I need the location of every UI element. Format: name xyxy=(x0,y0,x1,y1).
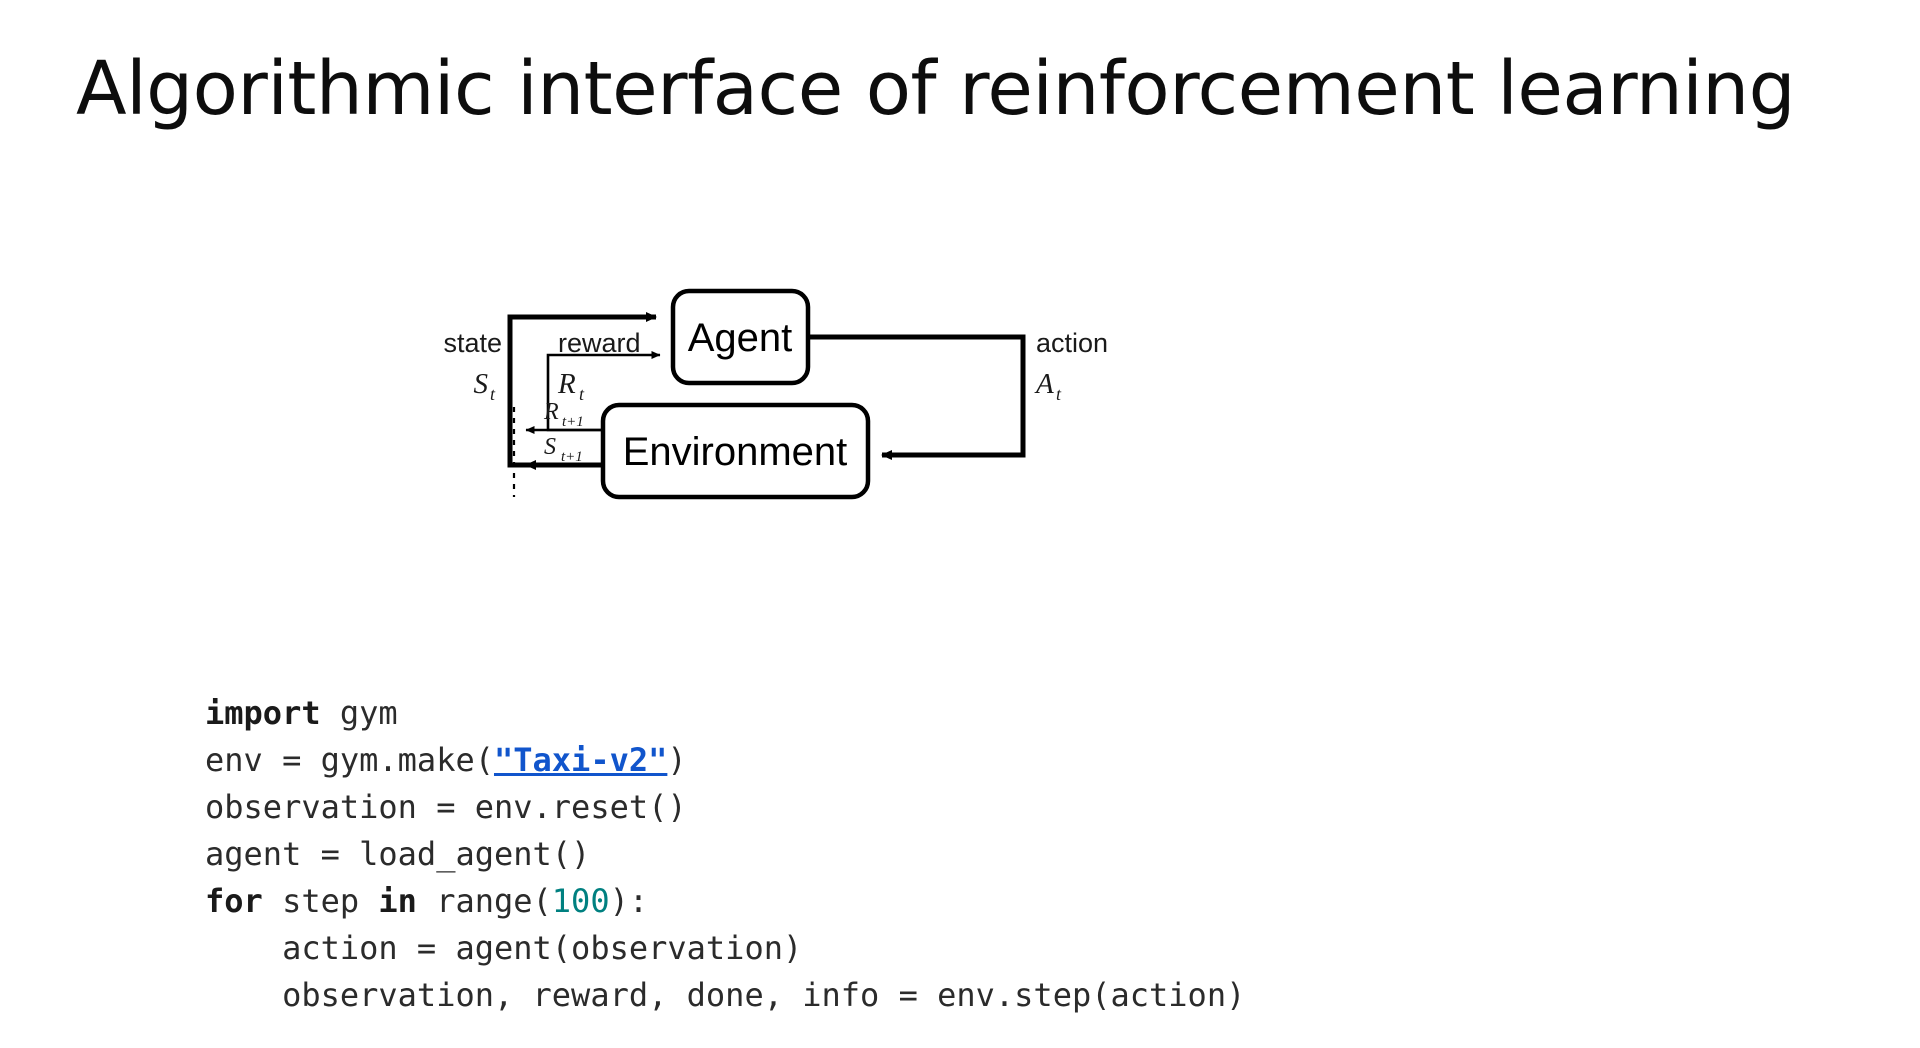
label-state-subscript: t xyxy=(490,384,496,404)
label-reward-symbol: R xyxy=(557,368,576,400)
edge-action xyxy=(808,334,1026,460)
code-line: for step in range(100): xyxy=(205,878,1245,925)
code-line: env = gym.make("Taxi-v2") xyxy=(205,737,1245,784)
label-action-subscript: t xyxy=(1056,384,1062,404)
code-text: observation = env.reset() xyxy=(205,788,687,826)
label-state-next: S t+1 xyxy=(544,434,583,465)
label-state-next-symbol: S xyxy=(544,434,556,460)
code-text: range( xyxy=(416,882,552,920)
label-state: state S t xyxy=(443,328,502,404)
node-environment-label: Environment xyxy=(623,430,848,474)
code-text: env = gym.make( xyxy=(205,741,494,779)
code-line: action = agent(observation) xyxy=(205,925,1245,972)
agent-environment-diagram: Agent Environment state S t reward R t xyxy=(330,215,1390,525)
code-keyword: for xyxy=(205,882,263,920)
label-reward-subscript: t xyxy=(579,384,585,404)
label-action-text: action xyxy=(1036,328,1108,358)
code-line: import gym xyxy=(205,690,1245,737)
label-reward-next: R t+1 xyxy=(543,399,584,430)
code-line: agent = load_agent() xyxy=(205,831,1245,878)
page-title: Algorithmic interface of reinforcement l… xyxy=(76,46,1796,132)
code-keyword: in xyxy=(378,882,417,920)
code-text: action = agent(observation) xyxy=(205,929,803,967)
code-text: gym xyxy=(320,694,398,732)
code-keyword: import xyxy=(205,694,321,732)
label-state-text: state xyxy=(443,328,502,358)
node-environment: Environment xyxy=(600,402,871,500)
node-agent: Agent xyxy=(670,288,811,386)
label-state-next-subscript: t+1 xyxy=(561,449,583,465)
code-text: ) xyxy=(667,741,687,779)
code-text: agent = load_agent() xyxy=(205,835,591,873)
label-reward: reward R t xyxy=(557,328,641,404)
code-link-taxi-v2[interactable]: "Taxi-v2" xyxy=(493,741,668,779)
label-action: action A t xyxy=(1034,328,1108,404)
node-agent-label: Agent xyxy=(688,316,793,360)
label-reward-text: reward xyxy=(558,328,641,358)
code-number: 100 xyxy=(551,882,610,920)
label-reward-next-subscript: t+1 xyxy=(562,414,584,430)
code-text: observation, reward, done, info = env.st… xyxy=(205,976,1246,1014)
code-text: ): xyxy=(609,882,649,920)
label-reward-next-symbol: R xyxy=(543,399,559,425)
code-line: observation, reward, done, info = env.st… xyxy=(205,972,1245,1019)
code-text: step xyxy=(262,882,379,920)
code-line: observation = env.reset() xyxy=(205,784,1245,831)
label-state-symbol: S xyxy=(474,368,489,400)
label-action-symbol: A xyxy=(1034,368,1054,400)
